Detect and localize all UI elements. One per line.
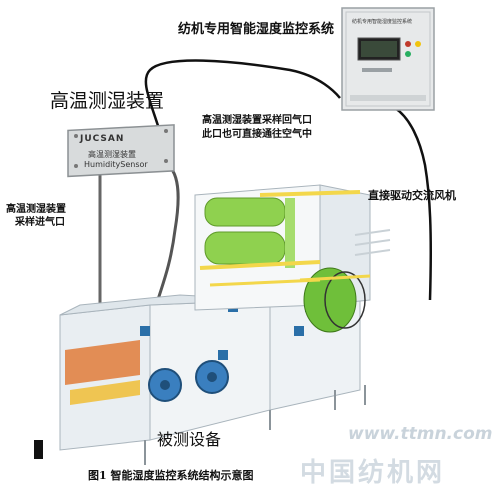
sensor-title: 高温测湿装置 — [50, 90, 165, 112]
system-title: 纺机专用智能湿度监控系统 — [178, 22, 335, 37]
signal-cable — [144, 59, 341, 133]
cabinet-nameplate: 纺机专用智能湿度监控系统 — [352, 19, 413, 25]
sensor-box — [67, 124, 175, 178]
sensor-name-cn: 高温测湿装置 — [88, 150, 136, 159]
watermark-name: 中国纺机网 — [300, 458, 446, 488]
equipment-label: 被测设备 — [157, 430, 222, 449]
roller-tower — [194, 184, 391, 333]
sensor-name-en: HumiditySensor — [84, 160, 148, 169]
return-air-pipe — [153, 163, 180, 311]
sensor-brand: JUCSAN — [80, 134, 125, 144]
return-air-label-2: 此口也可直接通往空气中 — [202, 129, 312, 140]
sampling-inlet-label-1: 高温测湿装置 — [6, 204, 66, 215]
machine-frame — [59, 294, 366, 465]
control-cabinet — [341, 7, 435, 111]
return-air-label-1: 高温测湿装置采样回气口 — [202, 115, 312, 126]
marker-block — [34, 440, 43, 459]
sampling-inlet-label-2: 采样进气口 — [15, 217, 65, 228]
fan-cable — [394, 106, 433, 301]
figure-caption: 图1 智能湿度监控系统结构示意图 — [88, 469, 254, 482]
watermark-url: www.ttmn.com — [348, 424, 493, 444]
fan-drive-label: 直接驱动交流风机 — [368, 189, 456, 202]
